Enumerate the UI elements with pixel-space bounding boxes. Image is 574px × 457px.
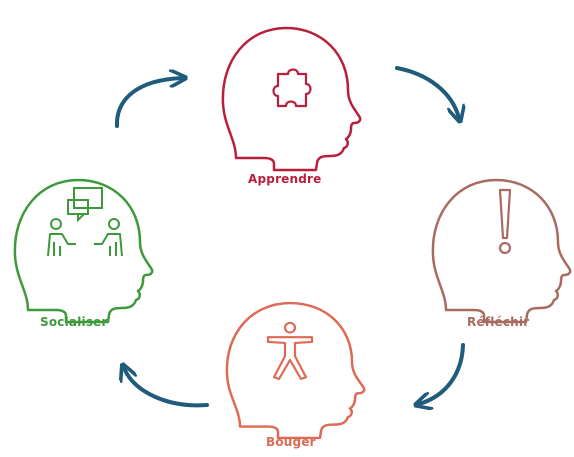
- arrow-bouger-to-socialiser: [124, 368, 209, 408]
- apprendre-label: Apprendre: [248, 172, 322, 186]
- apprendre-head-icon: [221, 26, 362, 172]
- arrow-apprendre-to-reflechir: [395, 66, 459, 118]
- socialiser-head-icon: [13, 178, 154, 324]
- socialiser-label: Socialiser: [40, 315, 108, 329]
- reflechir-head-icon: [431, 178, 572, 324]
- arrow-socialiser-to-apprendre: [114, 78, 182, 128]
- puzzle-piece-icon: [272, 68, 312, 108]
- bouger-label: Bouger: [266, 435, 316, 449]
- arrow-reflechir-to-bouger: [419, 343, 465, 404]
- people-meeting-icon: [47, 187, 123, 257]
- exclamation-icon: [498, 188, 512, 255]
- reflechir-label: Réfléchir: [467, 315, 530, 329]
- bouger-head-icon: [225, 301, 366, 440]
- person-star-icon: [266, 321, 314, 381]
